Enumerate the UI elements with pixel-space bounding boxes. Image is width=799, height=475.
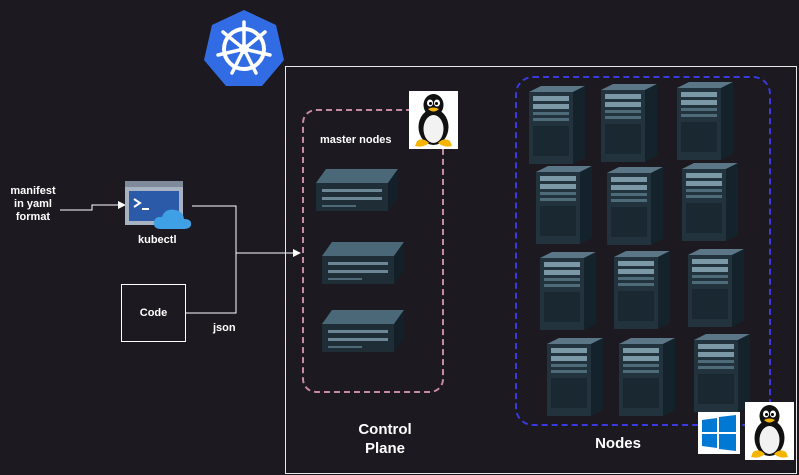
manifest-to-kubectl-arrow bbox=[60, 201, 126, 211]
worker-server-1[interactable] bbox=[529, 86, 591, 166]
linux-tux-icon bbox=[409, 91, 458, 149]
master-server-2[interactable] bbox=[320, 238, 404, 288]
linux-tux-icon-nodes bbox=[745, 402, 794, 460]
kubectl-label: kubectl bbox=[138, 234, 177, 246]
master-server-1[interactable] bbox=[314, 165, 398, 215]
worker-server-3[interactable] bbox=[677, 82, 739, 162]
manifest-label: manifest in yaml format bbox=[10, 185, 56, 223]
worker-server-2[interactable] bbox=[601, 84, 663, 164]
nodes-group bbox=[515, 76, 771, 426]
kubectl-to-controlplane-line bbox=[192, 205, 301, 257]
worker-server-10[interactable] bbox=[547, 338, 609, 418]
code-label: Code bbox=[139, 307, 168, 319]
worker-server-8[interactable] bbox=[614, 251, 676, 331]
json-label: json bbox=[213, 322, 236, 334]
worker-server-9[interactable] bbox=[688, 249, 750, 329]
master-server-3[interactable] bbox=[320, 306, 404, 356]
nodes-label: Nodes bbox=[595, 435, 641, 452]
worker-server-7[interactable] bbox=[540, 252, 602, 332]
code-to-controlplane-line bbox=[186, 253, 237, 314]
worker-server-5[interactable] bbox=[607, 167, 669, 247]
control-plane-group bbox=[302, 109, 444, 393]
worker-server-11[interactable] bbox=[619, 338, 681, 418]
kubectl-terminal-icon[interactable] bbox=[125, 181, 193, 231]
worker-server-4[interactable] bbox=[536, 166, 598, 246]
windows-icon bbox=[698, 412, 740, 454]
master-nodes-label: master nodes bbox=[320, 134, 392, 146]
cluster-container bbox=[285, 66, 797, 474]
kubernetes-logo-icon bbox=[204, 8, 284, 86]
worker-server-12[interactable] bbox=[694, 334, 756, 414]
code-box[interactable]: Code bbox=[121, 284, 186, 342]
worker-server-6[interactable] bbox=[682, 163, 744, 243]
control-plane-label: Control Plane bbox=[358, 421, 412, 457]
